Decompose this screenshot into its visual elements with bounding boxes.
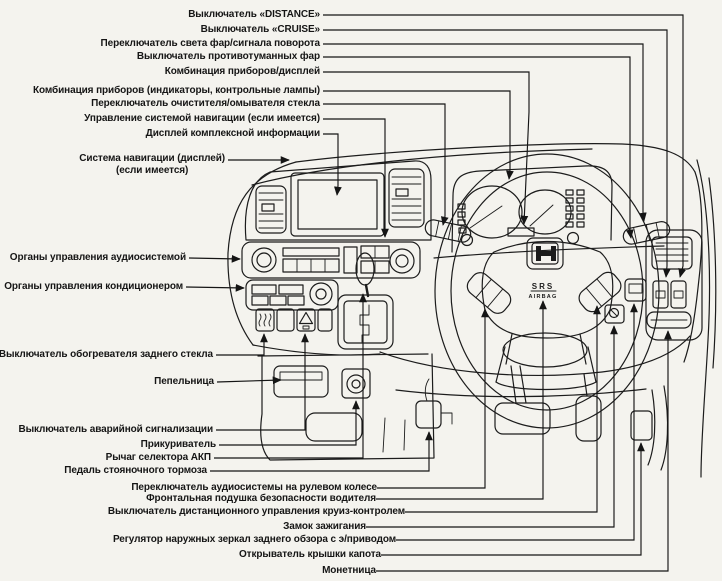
label-parking-brake-pedal: Педаль стояночного тормоза [64, 465, 207, 476]
callout-mirror-adjuster [396, 303, 638, 541]
steering-column [495, 346, 597, 391]
label-at-selector-lever: Рычаг селектора АКП [105, 452, 211, 463]
coin-box [646, 311, 692, 329]
label-cruise-switch: Выключатель «CRUISE» [200, 24, 321, 35]
parking-brake-pedal [415, 378, 453, 429]
label-ignition-lock: Замок зажигания [283, 521, 366, 532]
instrument-cluster [451, 165, 613, 253]
callout-audio-controls [188, 254, 241, 263]
callout-hazard-switch [216, 333, 309, 431]
audio-panel [241, 241, 421, 279]
label-cruise-remote-switch: Выключатель дистанционного управления кр… [107, 506, 405, 517]
label-driver-airbag: Фронтальная подушка безопасности водител… [146, 493, 376, 504]
rear-defogger-button [255, 308, 275, 332]
cruise-remote-switch [578, 271, 622, 313]
wiper-washer-stalk [424, 219, 472, 243]
honda-logo [526, 237, 564, 270]
airbag-text: AIRBAG [529, 294, 558, 300]
cruise-switch-button [652, 280, 669, 309]
left-air-vent [255, 185, 287, 234]
navigation-control-buttons [360, 245, 390, 274]
label-headlight-turn-signal: Переключатель света фар/сигнала поворота [100, 38, 321, 49]
hood-opener-lever [630, 410, 653, 441]
gear-selector [337, 252, 394, 350]
callout-steering-audio-switch [377, 308, 489, 489]
lower-console [257, 353, 435, 461]
indicator-lamps [457, 189, 585, 234]
label-navigation-display: Система навигации (дисплей) (если имеетс… [79, 153, 225, 177]
callout-ashtray [216, 376, 282, 385]
callout-lines [185, 14, 686, 572]
label-navigation-control: Управление системой навигации (если имее… [84, 113, 320, 124]
ashtray [273, 365, 329, 398]
callout-driver-airbag [376, 300, 547, 500]
dash-body [227, 143, 703, 376]
label-steering-audio-switch: Переключатель аудиосистемы на рулевом ко… [131, 482, 377, 493]
callout-ignition-lock [366, 325, 618, 528]
steering-audio-switch [466, 272, 512, 314]
callout-cruise-switch [323, 29, 671, 278]
climate-panel [245, 279, 339, 311]
callout-rear-defogger [216, 333, 268, 356]
cigarette-lighter [341, 368, 371, 399]
label-navigation-display-line2: (если имеется) [116, 165, 189, 176]
label-hood-opener: Открыватель крышки капота [239, 549, 381, 560]
label-distance-switch: Выключатель «DISTANCE» [188, 9, 320, 20]
label-cigarette-lighter: Прикуриватель [140, 439, 216, 450]
callout-multi-info-display [323, 133, 342, 196]
callout-cluster-indicators [323, 90, 514, 180]
switch-row [255, 308, 333, 332]
steering-wheel: SRS AIRBAG [434, 153, 660, 429]
accelerator-pedal [575, 373, 602, 442]
callout-fog-light-switch [323, 56, 634, 239]
dashboard-illustration: SRS AIRBAG [227, 143, 717, 478]
callout-cluster-display [323, 71, 530, 225]
callout-headlight-stalk [323, 43, 647, 222]
callout-distance-switch [323, 14, 686, 278]
door-edge [647, 159, 717, 478]
label-rear-defogger-switch: Выключатель обогревателя заднего стекла [0, 349, 213, 360]
srs-text: SRS [532, 282, 554, 291]
label-wiper-washer-switch: Переключатель очистителя/омывателя стекл… [91, 98, 320, 109]
label-ashtray: Пепельница [154, 376, 214, 387]
label-mirror-adjuster: Регулятор наружных зеркал заднего обзора… [112, 534, 396, 545]
callout-climate-controls [185, 283, 245, 292]
label-coin-box: Монетница [322, 565, 376, 576]
callout-cigarette-lighter [219, 400, 360, 446]
callout-cruise-remote-switch [405, 305, 601, 513]
callout-coin-box [376, 330, 672, 572]
mirror-switch [624, 278, 647, 302]
brake-pedal [494, 365, 551, 435]
label-climate-controls: Органы управления кондиционером [4, 281, 183, 292]
ignition-lock [604, 304, 625, 324]
hazard-switch-button [296, 308, 316, 332]
label-hazard-switch: Выключатель аварийной сигнализации [18, 424, 213, 435]
label-multi-info-display: Дисплей комплексной информации [145, 128, 320, 139]
callout-parking-brake [210, 431, 433, 472]
callout-navigation-control [323, 118, 389, 238]
distance-switch-button [670, 280, 687, 309]
airbag-marking: SRS AIRBAG [529, 282, 558, 300]
callout-at-selector [214, 293, 367, 459]
label-fog-light-switch: Выключатель противотуманных фар [136, 51, 320, 62]
callout-wiper-stalk [323, 103, 449, 226]
label-audio-controls: Органы управления аудиосистемой [9, 252, 186, 263]
label-navigation-display-line1: Система навигации (дисплей) [79, 153, 225, 164]
label-cluster-indicators: Комбинация приборов (индикаторы, контрол… [33, 85, 320, 96]
right-air-vent [388, 168, 425, 228]
label-cluster-display: Комбинация приборов/дисплей [164, 66, 320, 77]
callout-hood-opener [381, 442, 645, 556]
